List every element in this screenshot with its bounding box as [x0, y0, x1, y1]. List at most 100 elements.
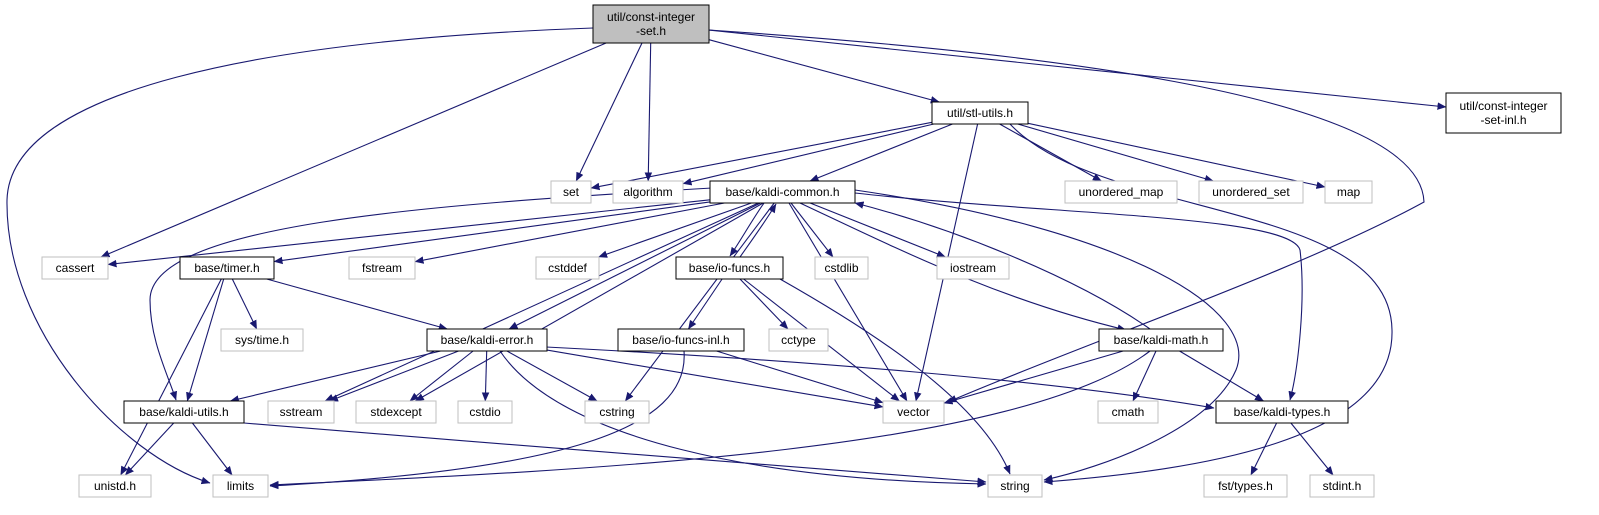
- node-box: [535, 256, 600, 280]
- node-kaldi-math-h[interactable]: base/kaldi-math.h: [1098, 328, 1224, 352]
- node-iostream: iostream: [936, 256, 1010, 280]
- node-label: util/stl-utils.h: [947, 106, 1013, 120]
- node-label: cstdlib: [824, 261, 858, 275]
- nodes-layer: util/const-integer-set.hutil/stl-utils.h…: [41, 4, 1562, 498]
- node-box: [550, 180, 592, 204]
- node-const-integer-set-h[interactable]: util/const-integer-set.h: [592, 4, 710, 44]
- edge-kaldi-types-h-to-fst-types-h: [1250, 422, 1278, 476]
- node-kaldi-utils-h[interactable]: base/kaldi-utils.h: [123, 400, 245, 424]
- node-label: cstddef: [548, 261, 587, 275]
- edge-kaldi-math-h-to-cmath: [1132, 350, 1157, 402]
- node-fst-types-h: fst/types.h: [1203, 474, 1288, 498]
- edge-kaldi-common-h-to-cstddef: [598, 202, 752, 258]
- edge-kaldi-error-h-to-cstdio: [481, 350, 490, 402]
- node-box: [220, 328, 304, 352]
- node-cstdlib: cstdlib: [814, 256, 869, 280]
- edge-kaldi-common-h-to-timer-h: [273, 201, 711, 265]
- edge-const-integer-set-h-to-cassert: [100, 42, 607, 258]
- edge-kaldi-common-h-to-kaldi-types-h: [854, 192, 1303, 401]
- edge-stl-utils-h-to-set: [590, 121, 933, 191]
- edge-kaldi-error-h-to-string: [499, 350, 987, 488]
- node-map: map: [1324, 180, 1373, 204]
- node-box: [457, 400, 513, 424]
- edge-stl-utils-h-to-map: [1027, 122, 1326, 189]
- edge-kaldi-common-h-to-kaldi-utils-h: [149, 187, 713, 401]
- node-sys-time-h: sys/time.h: [220, 328, 304, 352]
- node-label: sys/time.h: [235, 333, 289, 347]
- node-label: algorithm: [623, 185, 672, 199]
- node-unordered-set: unordered_set: [1198, 180, 1304, 204]
- node-algorithm: algorithm: [612, 180, 684, 204]
- node-kaldi-types-h[interactable]: base/kaldi-types.h: [1215, 400, 1349, 424]
- edge-io-funcs-h-to-kaldi-common-h: [739, 203, 777, 258]
- edge-io-funcs-h-to-cctype: [739, 278, 789, 330]
- edge-kaldi-common-h-to-string: [854, 189, 1240, 482]
- node-stdint-h: stdint.h: [1309, 474, 1375, 498]
- node-cstring: cstring: [584, 400, 650, 424]
- edge-kaldi-math-h-to-kaldi-common-h: [854, 201, 1151, 330]
- edge-const-integer-set-h-to-const-integer-set-inl-h: [708, 29, 1447, 110]
- node-io-funcs-h[interactable]: base/io-funcs.h: [675, 256, 784, 280]
- node-label: base/timer.h: [194, 261, 259, 275]
- edge-stl-utils-h-to-algorithm: [682, 123, 934, 186]
- node-label: fstream: [362, 261, 402, 275]
- edge-io-funcs-h-to-string: [779, 278, 1011, 475]
- edge-timer-h-to-unistd-h: [120, 278, 222, 476]
- node-label: iostream: [950, 261, 996, 275]
- node-label: cctype: [781, 333, 816, 347]
- node-box: [814, 256, 869, 280]
- node-label: base/kaldi-error.h: [441, 333, 534, 347]
- node-box: [123, 400, 245, 424]
- node-kaldi-common-h[interactable]: base/kaldi-common.h: [709, 180, 856, 204]
- edge-kaldi-error-h-to-cstring: [506, 350, 598, 402]
- edge-kaldi-common-h-to-cstring: [624, 202, 775, 402]
- node-label: util/const-integer: [1459, 99, 1547, 113]
- node-box: [936, 256, 1010, 280]
- edge-kaldi-common-h-to-cassert: [107, 199, 711, 268]
- node-const-integer-set-inl-h[interactable]: util/const-integer-set-inl.h: [1445, 92, 1562, 134]
- node-box: [1064, 180, 1178, 204]
- node-box: [1097, 400, 1159, 424]
- node-box: [1309, 474, 1375, 498]
- node-cassert: cassert: [41, 256, 109, 280]
- node-label: unordered_set: [1212, 185, 1290, 199]
- node-box: [1324, 180, 1373, 204]
- node-label: cstring: [599, 405, 634, 419]
- node-label: base/kaldi-types.h: [1234, 405, 1331, 419]
- node-unistd-h: unistd.h: [78, 474, 152, 498]
- node-label: base/kaldi-math.h: [1114, 333, 1209, 347]
- node-box: [78, 474, 152, 498]
- node-kaldi-error-h[interactable]: base/kaldi-error.h: [426, 328, 548, 352]
- node-label: base/io-funcs.h: [689, 261, 770, 275]
- edge-kaldi-common-h-to-sstream: [324, 202, 759, 402]
- node-stl-utils-h[interactable]: util/stl-utils.h: [931, 101, 1029, 125]
- edge-const-integer-set-h-to-set: [575, 42, 643, 182]
- node-label: -set.h: [636, 24, 666, 38]
- edges-layer: [6, 27, 1447, 490]
- edge-kaldi-common-h-to-kaldi-error-h: [508, 202, 761, 330]
- edge-const-integer-set-h-to-limits: [6, 27, 594, 485]
- edge-kaldi-error-h-to-sstream: [328, 350, 459, 402]
- node-fstream: fstream: [348, 256, 416, 280]
- edge-kaldi-types-h-to-stdint-h: [1290, 422, 1334, 476]
- node-label: stdexcept: [370, 405, 422, 419]
- edge-kaldi-common-h-to-cstdlib: [790, 202, 834, 258]
- node-label: map: [1337, 185, 1361, 199]
- node-label: util/const-integer: [607, 10, 695, 24]
- node-box: [709, 180, 856, 204]
- node-io-funcs-inl-h[interactable]: base/io-funcs-inl.h: [617, 328, 745, 352]
- node-box: [179, 256, 275, 280]
- node-box: [768, 328, 829, 352]
- edge-kaldi-utils-h-to-limits: [191, 422, 233, 476]
- node-label: unistd.h: [94, 479, 136, 493]
- edge-timer-h-to-kaldi-error-h: [266, 278, 448, 331]
- node-label: base/io-funcs-inl.h: [632, 333, 729, 347]
- node-timer-h[interactable]: base/timer.h: [179, 256, 275, 280]
- edge-io-funcs-inl-h-to-vector: [716, 350, 884, 404]
- edge-kaldi-math-h-to-vector: [943, 350, 1124, 405]
- node-label: sstream: [280, 405, 323, 419]
- node-box: [1215, 400, 1349, 424]
- edge-stl-utils-h-to-unordered-set: [1017, 123, 1214, 183]
